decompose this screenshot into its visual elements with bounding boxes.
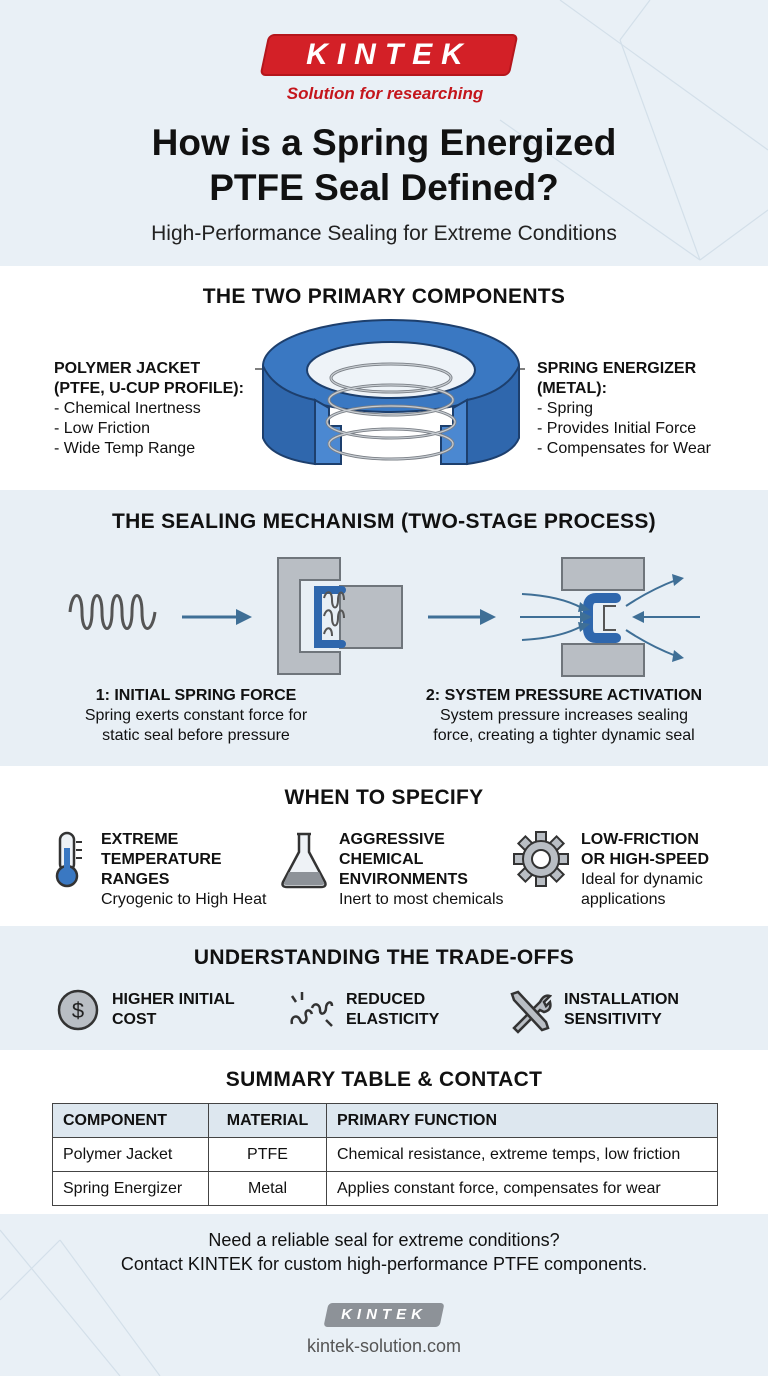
specify-item-chemical: AGGRESSIVE CHEMICAL ENVIRONMENTS Inert t… bbox=[339, 831, 504, 908]
logo-tagline: Solution for researching bbox=[286, 84, 484, 103]
seal-cutaway-illustration bbox=[255, 319, 525, 466]
table-cell: Chemical resistance, extreme temps, low … bbox=[326, 1137, 718, 1172]
tradeoff-item-cost: HIGHER INITIAL COST bbox=[112, 991, 235, 1028]
table-header-material: MATERIAL bbox=[208, 1103, 327, 1138]
components-title: THE TWO PRIMARY COMPONENTS bbox=[202, 285, 566, 308]
gear-icon bbox=[513, 831, 569, 887]
table-header-component: COMPONENT bbox=[52, 1103, 209, 1138]
tradeoffs-section: UNDERSTANDING THE TRADE-OFFS $ HIGHER IN… bbox=[0, 926, 768, 1050]
specify-item-temperature: EXTREME TEMPERATURE RANGES Cryogenic to … bbox=[101, 831, 267, 908]
table-cell: Applies constant force, compensates for … bbox=[326, 1171, 718, 1206]
contact-text: Need a reliable seal for extreme conditi… bbox=[120, 1230, 648, 1274]
website-link[interactable]: kintek-solution.com bbox=[306, 1336, 462, 1356]
table-cell: Metal bbox=[208, 1171, 327, 1206]
table-cell: PTFE bbox=[208, 1137, 327, 1172]
kintek-logo: KINTEK Solution for researching bbox=[254, 34, 519, 108]
summary-table: COMPONENT MATERIAL PRIMARY FUNCTION Poly… bbox=[52, 1103, 718, 1206]
footer-logo: KINTEK bbox=[323, 1303, 445, 1327]
seal-housing-stage2 bbox=[520, 557, 700, 677]
broken-spring-icon bbox=[290, 992, 334, 1027]
table-row: Spring Energizer Metal Applies constant … bbox=[52, 1171, 718, 1206]
page-title: How is a Spring Energized PTFE Seal Defi… bbox=[151, 122, 617, 208]
tradeoffs-title: UNDERSTANDING THE TRADE-OFFS bbox=[193, 946, 575, 969]
stage2-caption: 2: SYSTEM PRESSURE ACTIVATION System pre… bbox=[425, 687, 703, 744]
thermometer-icon bbox=[55, 831, 82, 888]
specify-item-friction: LOW-FRICTION OR HIGH-SPEED Ideal for dyn… bbox=[581, 831, 710, 908]
arrow-right-icon bbox=[182, 609, 252, 625]
table-cell: Polymer Jacket bbox=[52, 1137, 209, 1172]
mechanism-title: THE SEALING MECHANISM (TWO-STAGE PROCESS… bbox=[112, 510, 656, 533]
summary-title: SUMMARY TABLE & CONTACT bbox=[225, 1068, 543, 1091]
table-row: Polymer Jacket PTFE Chemical resistance,… bbox=[52, 1137, 718, 1172]
polymer-jacket-label: POLYMER JACKET (PTFE, U-CUP PROFILE): - … bbox=[54, 360, 244, 457]
table-header-function: PRIMARY FUNCTION bbox=[326, 1103, 718, 1138]
arrow-right-icon bbox=[428, 609, 496, 625]
mechanism-diagram bbox=[68, 557, 700, 677]
tradeoff-item-elasticity: REDUCED ELASTICITY bbox=[346, 991, 440, 1028]
table-cell: Spring Energizer bbox=[52, 1171, 209, 1206]
loose-spring-icon bbox=[68, 594, 157, 630]
spring-energizer-label: SPRING ENERGIZER (METAL): - Spring - Pro… bbox=[537, 360, 711, 457]
table-header-row: COMPONENT MATERIAL PRIMARY FUNCTION bbox=[52, 1103, 718, 1138]
dollar-icon: $ bbox=[57, 989, 99, 1031]
page-subtitle: High-Performance Sealing for Extreme Con… bbox=[151, 222, 617, 245]
mechanism-section: THE SEALING MECHANISM (TWO-STAGE PROCESS… bbox=[0, 490, 768, 766]
tools-icon bbox=[510, 990, 552, 1034]
stage1-caption: 1: INITIAL SPRING FORCE Spring exerts co… bbox=[84, 687, 308, 744]
specify-section: WHEN TO SPECIFY EXTREME TEMPERATURE RANG… bbox=[0, 766, 768, 926]
components-section: THE TWO PRIMARY COMPONENTS POLYMER JACKE… bbox=[0, 266, 768, 490]
svg-text:$: $ bbox=[72, 998, 84, 1023]
logo-text: KINTEK bbox=[306, 38, 472, 71]
specify-title: WHEN TO SPECIFY bbox=[284, 786, 484, 809]
tradeoff-item-installation: INSTALLATION SENSITIVITY bbox=[564, 991, 679, 1028]
flask-icon bbox=[281, 832, 327, 889]
seal-housing-stage1 bbox=[277, 557, 403, 675]
